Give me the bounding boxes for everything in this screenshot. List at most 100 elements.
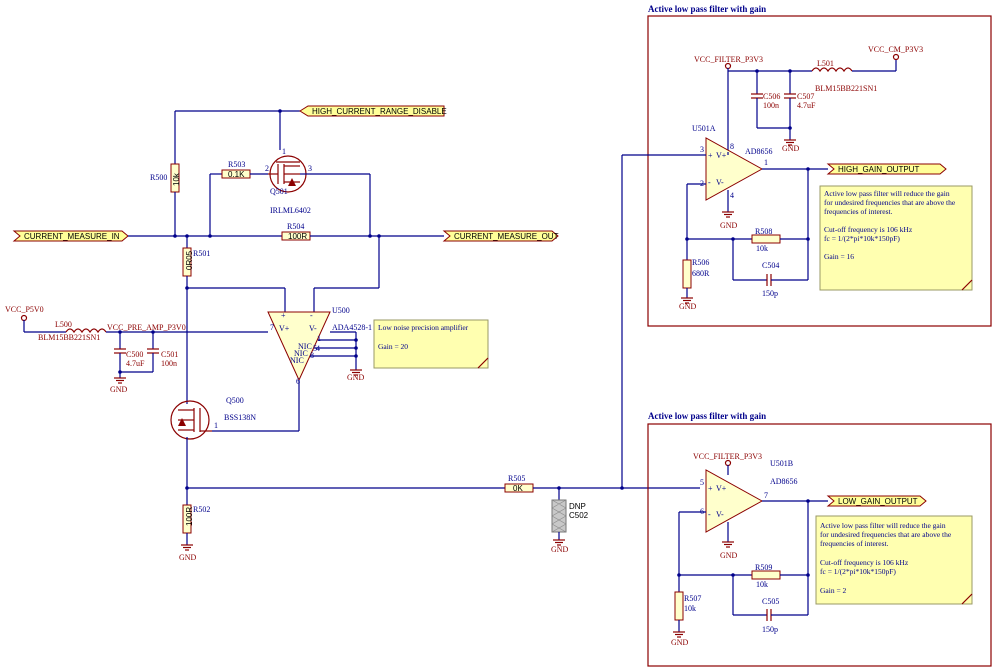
- svg-text:Gain = 2: Gain = 2: [820, 586, 847, 595]
- svg-text:fc = 1/(2*pi*10k*150pF): fc = 1/(2*pi*10k*150pF): [824, 234, 900, 243]
- svg-text:frequencies of interest.: frequencies of interest.: [820, 539, 889, 548]
- r506-value: 680R: [692, 269, 710, 278]
- high-gain-output-label: HIGH_GAIN_OUTPUT: [838, 165, 919, 174]
- r504-label: R504: [287, 222, 304, 231]
- c506-label: C506: [763, 92, 780, 101]
- svg-text:Active low pass filter will re: Active low pass filter will reduce the g…: [820, 521, 946, 530]
- current-measure-out-port: [442, 230, 559, 242]
- svg-text:V-: V-: [309, 324, 317, 333]
- svg-text:6: 6: [296, 377, 300, 386]
- svg-text:7: 7: [270, 323, 274, 332]
- opamp-u500: [267, 311, 331, 382]
- current-measure-in-label: CURRENT_MEASURE_IN: [24, 232, 120, 241]
- gnd-u501a: GND: [720, 221, 738, 230]
- r502-label: R502: [193, 505, 210, 514]
- svg-text:5: 5: [700, 478, 704, 487]
- top-filter-title: Active low pass filter with gain: [648, 4, 766, 14]
- svg-text:Active low pass filter will re: Active low pass filter will reduce the g…: [824, 189, 950, 198]
- svg-text:-: -: [708, 178, 711, 187]
- l500-value: BLM15BB221SN1: [38, 333, 100, 342]
- gnd-u500: GND: [347, 373, 365, 382]
- resistor-r507: [674, 591, 684, 621]
- svg-text:3: 3: [308, 164, 312, 173]
- nic-label-1: NIC: [298, 342, 312, 351]
- l501-value: BLM15BB221SN1: [815, 84, 877, 93]
- r509-label: R509: [755, 563, 772, 572]
- r500-label: R500: [150, 173, 167, 182]
- svg-text:V+: V+: [716, 484, 727, 493]
- svg-text:Low noise precision amplifier: Low noise precision amplifier: [378, 323, 469, 332]
- r506-label: R506: [692, 258, 709, 267]
- svg-text:+: +: [708, 484, 713, 493]
- u501b-label: U501B: [770, 459, 793, 468]
- note-top-filter: [819, 185, 973, 291]
- svg-text:0K: 0K: [513, 484, 523, 493]
- high-current-range-disable-port: [299, 105, 445, 117]
- u500-label: U500: [332, 306, 350, 315]
- mosfet-q500: [170, 400, 210, 440]
- u501b-part: AD8656: [770, 477, 798, 486]
- vcc-filter-top-label: VCC_FILTER_P3V3: [694, 55, 763, 64]
- opamp-u501b: [705, 469, 764, 533]
- c505-label: C505: [762, 597, 779, 606]
- r503-label: R503: [228, 160, 245, 169]
- svg-text:1: 1: [764, 158, 768, 167]
- r507-label: R507: [684, 594, 701, 603]
- q500-label: Q500: [226, 396, 244, 405]
- c507-label: C507: [797, 92, 814, 101]
- gnd-r502: GND: [179, 553, 197, 562]
- c507-value: 4.7uF: [797, 101, 816, 110]
- bottom-filter-frame: [647, 423, 992, 667]
- c502-dnp-label: DNP: [569, 502, 586, 511]
- gnd-r506: GND: [679, 302, 697, 311]
- r505-label: R505: [508, 474, 525, 483]
- resistor-r506: [682, 259, 692, 289]
- svg-text:V+: V+: [279, 324, 290, 333]
- vcc-filter-bot-label: VCC_FILTER_P3V3: [693, 452, 762, 461]
- r508-label: R508: [755, 227, 772, 236]
- u501a-label: U501A: [692, 124, 716, 133]
- vcc-p5v0-label: VCC_P5V0: [5, 305, 44, 314]
- svg-text:+: +: [708, 151, 713, 160]
- svg-text:Gain = 20: Gain = 20: [378, 342, 408, 351]
- vcc-p5v0-symbol: [20, 314, 28, 322]
- c501-value: 100n: [161, 359, 177, 368]
- svg-text:2: 2: [265, 164, 269, 173]
- svg-text:V-: V-: [716, 178, 724, 187]
- l500-label: L500: [55, 320, 72, 329]
- svg-text:Gain = 16: Gain = 16: [824, 252, 854, 261]
- svg-text:100R: 100R: [288, 232, 307, 241]
- svg-text:Cut-off frequency is 106 kHz: Cut-off frequency is 106 kHz: [824, 225, 913, 234]
- top-filter-frame: [647, 15, 992, 327]
- r501-label: R501: [193, 249, 210, 258]
- svg-text:0R05: 0R05: [185, 250, 194, 270]
- svg-text:+: +: [281, 311, 286, 320]
- high-gain-output-port: [826, 163, 947, 175]
- svg-text:fc = 1/(2*pi*10k*150pF): fc = 1/(2*pi*10k*150pF): [820, 567, 896, 576]
- svg-text:V+: V+: [716, 151, 727, 160]
- current-measure-out-label: CURRENT_MEASURE_OUT: [454, 232, 559, 241]
- vcc-pre-amp-label: VCC_PRE_AMP_P3V0: [107, 323, 186, 332]
- svg-text:Cut-off frequency is 106 kHz: Cut-off frequency is 106 kHz: [820, 558, 909, 567]
- svg-text:3: 3: [700, 145, 704, 154]
- vcc-filter-top-symbol: [724, 62, 732, 70]
- u501a-part: AD8656: [745, 147, 773, 156]
- high-current-range-disable-label: HIGH_CURRENT_RANGE_DISABLE: [312, 107, 447, 116]
- u500-part: ADA4528-1: [332, 323, 372, 332]
- r508-value: 10k: [756, 244, 768, 253]
- resistor-r509: [751, 570, 781, 580]
- c500-value: 4.7uF: [126, 359, 145, 368]
- bottom-filter-block: Active low pass filter with gain VCC_FIL…: [647, 411, 992, 667]
- svg-text:V-: V-: [716, 510, 724, 519]
- svg-text:7: 7: [764, 491, 768, 500]
- svg-text:for undesired frequencies that: for undesired frequencies that are above…: [824, 198, 956, 207]
- vcc-cm-label: VCC_CM_P3V3: [868, 45, 923, 54]
- svg-text:8: 8: [730, 142, 734, 151]
- svg-text:-: -: [708, 510, 711, 519]
- note-bottom-filter: [815, 515, 973, 605]
- capacitor-c502-dnp: [551, 499, 567, 533]
- c502-label: C502: [569, 511, 589, 520]
- svg-text:for undesired frequencies that: for undesired frequencies that are above…: [820, 530, 952, 539]
- svg-text:4: 4: [730, 191, 734, 200]
- nic-label-2: NIC: [294, 349, 308, 358]
